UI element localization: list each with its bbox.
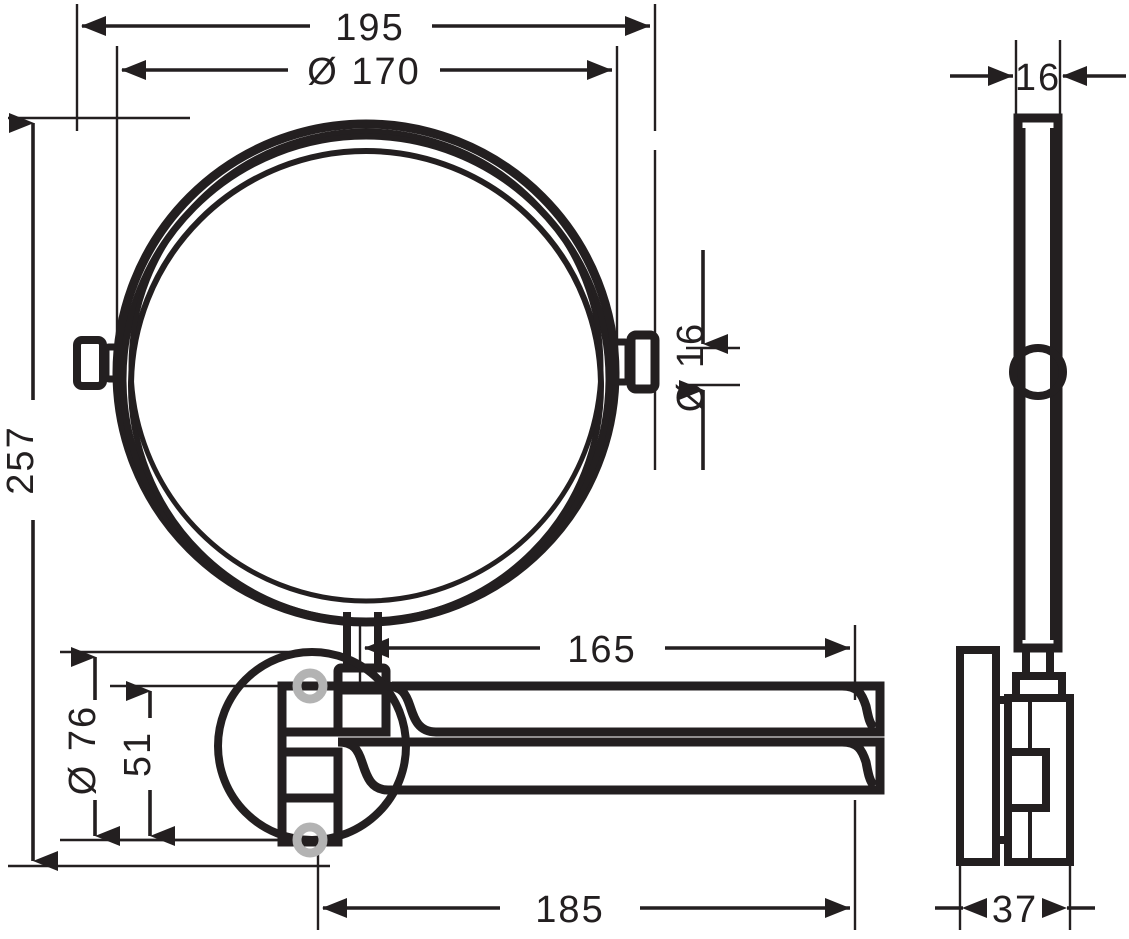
wall-bracket-front [277,681,343,847]
arm-upper-end-block [842,681,885,737]
mirror-back-ring [128,148,604,624]
mirror-pivot-right [608,330,660,394]
mirror-pivot-left [73,336,126,390]
right-pivot-cap [626,330,660,394]
side-arm-hub [1004,694,1074,866]
screw-holes [292,668,328,858]
front-view-mirror [112,119,620,627]
label-width-195: 195 [335,7,404,49]
label-depth-37: 37 [992,889,1038,931]
label-dia-76: Ø 76 [62,705,104,795]
screw-hole-upper [292,668,328,704]
arm-lower-end-block [842,737,885,795]
arm-lower [337,737,885,795]
label-dia-170: Ø 170 [307,51,421,93]
right-pivot-boss [608,338,632,386]
arm-upper [338,681,885,737]
left-pivot-cap [73,336,107,390]
arm-lower-end-notch [841,737,878,789]
label-dia-16: Ø 16 [670,322,712,412]
bracket-mid-block [277,747,343,803]
dimension-lines [9,16,1126,918]
arm-upper-hub [338,681,391,737]
side-hinge-block [1004,748,1050,812]
screw-hole-lower [292,822,328,858]
label-spacing-51: 51 [117,731,159,777]
side-view [956,113,1074,866]
mirror-glass-edge [128,128,604,604]
label-projection-185: 185 [535,889,604,931]
side-pivot-circle [1009,344,1067,400]
label-thickness-16: 16 [1015,57,1061,99]
label-height-257: 257 [0,425,42,494]
dimension-labels: 195 Ø 170 257 Ø 76 51 Ø 16 165 185 16 37 [0,7,1061,931]
side-wall-plate [956,646,1000,866]
bracket-upper-block [277,681,343,737]
arm-lower-lower-contour [337,737,842,795]
arm-upper-end-notch [841,681,878,732]
arm-upper-lower-contour [385,681,842,737]
side-mirror-body [1013,113,1063,653]
label-reach-165: 165 [567,629,636,671]
